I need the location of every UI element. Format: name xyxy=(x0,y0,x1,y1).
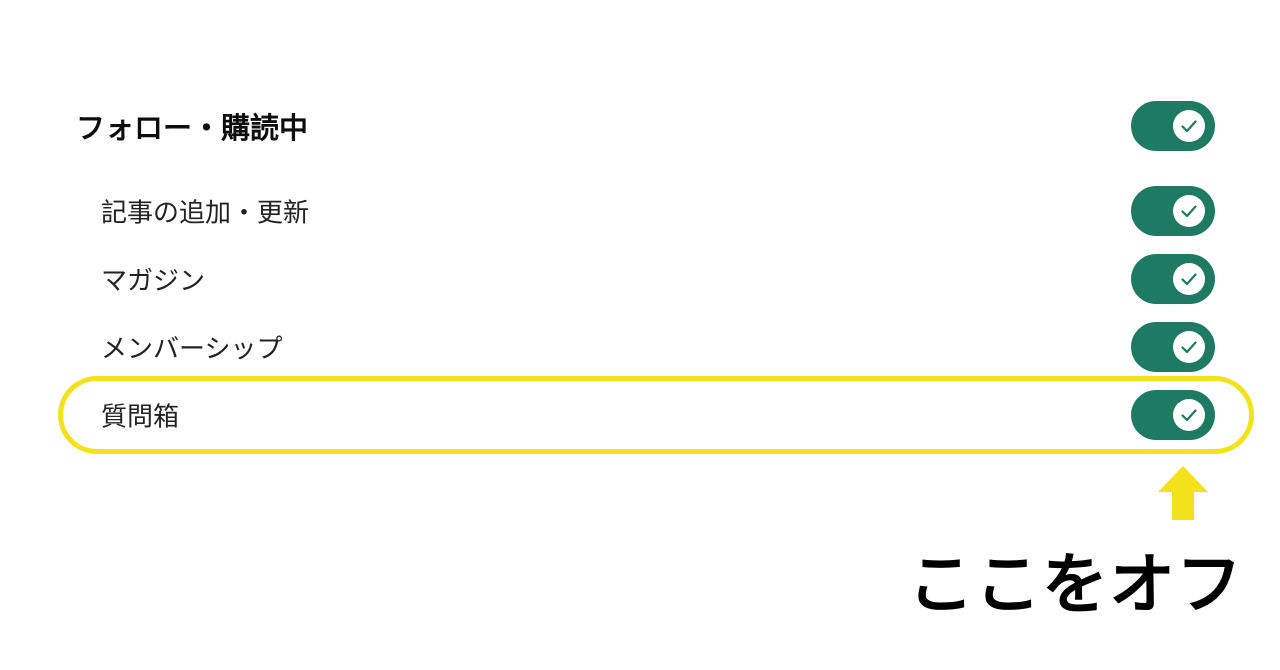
setting-label: 記事の追加・更新 xyxy=(101,198,310,229)
check-icon xyxy=(1181,409,1197,422)
section-row-follow: フォロー・購読中 xyxy=(0,100,1280,152)
toggle-knob xyxy=(1173,399,1205,431)
setting-label: マガジン xyxy=(101,266,206,297)
question-box-toggle[interactable] xyxy=(1131,390,1215,440)
check-icon xyxy=(1181,273,1197,286)
setting-row-question-box: 質問箱 xyxy=(0,389,1280,441)
setting-row-article-updates: 記事の追加・更新 xyxy=(0,185,1280,237)
up-arrow-icon xyxy=(1158,466,1208,520)
toggle-knob xyxy=(1173,195,1205,227)
setting-label: メンバーシップ xyxy=(101,334,283,365)
setting-row-membership: メンバーシップ xyxy=(0,321,1280,373)
toggle-knob xyxy=(1173,263,1205,295)
toggle-knob xyxy=(1173,110,1205,142)
annotation-text: ここをオフ xyxy=(908,546,1243,623)
setting-label: 質問箱 xyxy=(101,402,180,433)
check-icon xyxy=(1181,341,1197,354)
membership-toggle[interactable] xyxy=(1131,322,1215,372)
setting-row-magazine: マガジン xyxy=(0,253,1280,305)
check-icon xyxy=(1181,205,1197,218)
toggle-knob xyxy=(1173,331,1205,363)
article-updates-toggle[interactable] xyxy=(1131,186,1215,236)
check-icon xyxy=(1181,120,1197,133)
follow-section-toggle[interactable] xyxy=(1131,101,1215,151)
section-title: フォロー・購読中 xyxy=(76,111,309,145)
magazine-toggle[interactable] xyxy=(1131,254,1215,304)
